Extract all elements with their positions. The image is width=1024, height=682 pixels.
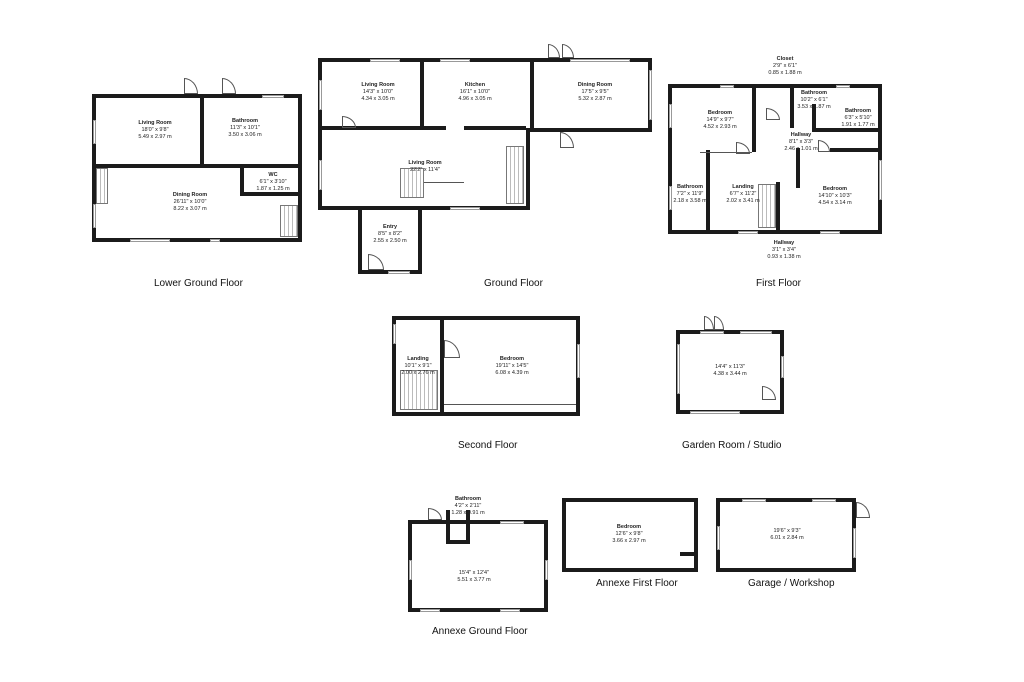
room-bedroom-2: Bedroom 14'10" x 10'3" 4.54 x 3.14 m [818,186,852,206]
room-garage: 19'6" x 9'3" 6.01 x 2.84 m [770,528,804,541]
floor-label-second: Second Floor [458,440,518,451]
floor-label-first: First Floor [756,278,801,289]
room-living-room: Living Room 18'0" x 9'8" 5.49 x 2.97 m [138,120,172,140]
room-dining-room: Dining Room 26'11" x 10'0" 8.22 x 3.07 m [172,192,208,212]
room-bathroom: Bathroom 11'3" x 10'1" 3.50 x 3.06 m [228,118,262,138]
floor-label-annexe-first: Annexe First Floor [596,578,678,589]
floor-label-ground: Ground Floor [484,278,543,289]
room-living-room-2: Living Room 22'2" x 11'4" [408,160,442,173]
room-hallway-2: Hallway 3'1" x 3'4" 0.93 x 1.38 m [767,240,801,260]
room-bedroom: Bedroom 19'11" x 14'5" 6.08 x 4.39 m [495,356,529,376]
room-closet: Closet 2'9" x 6'1" 0.85 x 1.88 m [768,56,802,76]
room-wc: WC 6'1" x 3'10" 1.87 x 1.25 m [256,172,290,192]
floor-label-lower-ground: Lower Ground Floor [154,278,243,289]
room-bathroom-2: Bathroom 6'3" x 5'10" 1.91 x 1.77 m [841,108,875,128]
room-entry: Entry 8'5" x 8'2" 2.55 x 2.50 m [373,224,407,244]
floor-label-annexe-ground: Annexe Ground Floor [432,626,528,637]
room-bathroom: Bathroom 4'2" x 2'11" 1.28 x 0.91 m [451,496,485,516]
room-garden-studio: 14'4" x 11'3" 4.38 x 3.44 m [713,364,747,377]
room-hallway: Hallway 8'1" x 3'3" 2.46 x 1.01 m [784,132,818,152]
floor-label-garage: Garage / Workshop [748,578,835,589]
room-bathroom-3: Bathroom 7'2" x 11'9" 2.18 x 3.58 m [673,184,707,204]
room-bedroom: Bedroom 12'6" x 9'8" 3.66 x 2.97 m [612,524,646,544]
floor-label-garden: Garden Room / Studio [682,440,782,451]
room-kitchen: Kitchen 16'1" x 10'0" 4.96 x 3.05 m [458,82,492,102]
room-landing: Landing 10'1" x 9'1" 2.00 x 2.76 m [401,356,435,376]
room-bathroom: Bathroom 10'2" x 6'1" 3.53 x 1.87 m [797,90,831,110]
room-annexe-living: 15'4" x 12'4" 5.51 x 3.77 m [457,570,491,583]
room-landing: Landing 6'7" x 11'2" 2.02 x 3.41 m [726,184,760,204]
room-living-room: Living Room 14'3" x 10'0" 4.34 x 3.05 m [361,82,395,102]
room-dining-room: Dining Room 17'5" x 9'5" 5.32 x 2.87 m [577,82,613,102]
room-bedroom: Bedroom 14'9" x 9'7" 4.52 x 2.93 m [703,110,737,130]
